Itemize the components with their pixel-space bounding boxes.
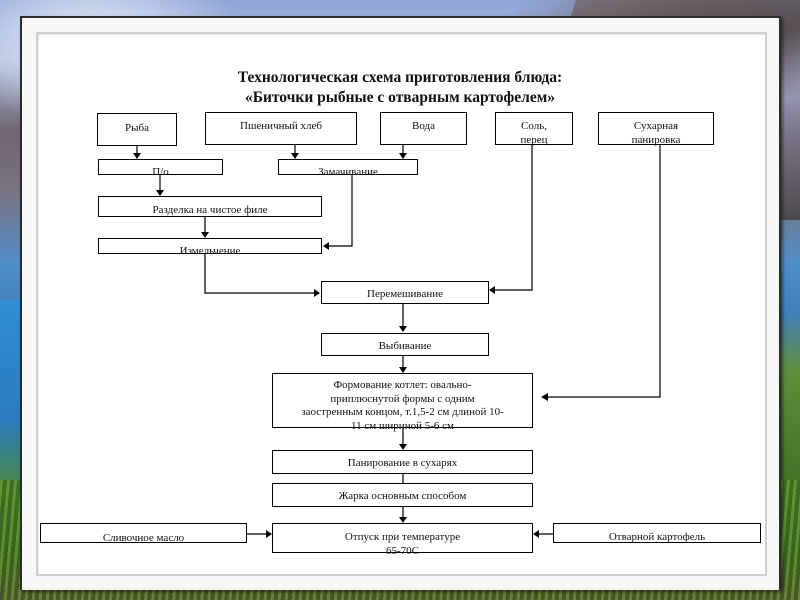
input-salt-label-2: перец <box>520 134 548 146</box>
step-po-label: П/о <box>152 166 169 178</box>
input-bread: Пшеничный хлеб <box>205 112 357 145</box>
input-breadcrumbs: Сухарная панировка <box>598 112 714 146</box>
step-serving-label-1: Отпуск при температуре <box>344 531 461 543</box>
input-salt-pepper: Соль, перец <box>495 112 573 146</box>
step-frying-label: Жарка основным способом <box>338 490 467 502</box>
step-po: П/о <box>98 159 223 178</box>
step-breading: Панирование в сухарях <box>272 450 533 474</box>
side-potato: Отварной картофель <box>553 523 761 543</box>
side-potato-label: Отварной картофель <box>608 531 706 543</box>
step-mixing: Перемешивание <box>321 281 489 304</box>
step-forming-label-2: приплюснутой формы с одним <box>330 392 475 405</box>
step-beating: Выбивание <box>321 333 489 356</box>
step-grinding-label: Измельчение <box>179 245 241 257</box>
step-filleting: Разделка на чистое филе <box>98 196 322 217</box>
step-frying: Жарка основным способом <box>272 483 533 507</box>
title-line-2: «Биточки рыбные с отварным картофелем» <box>244 89 556 106</box>
input-breadcrumbs-label-2: панировка <box>631 134 681 146</box>
slide-title: Технологическая схема приготовления блюд… <box>0 68 800 108</box>
step-serving: Отпуск при температуре 65-70С <box>272 523 533 557</box>
input-fish-label: Рыба <box>125 122 149 134</box>
step-mixing-label: Перемешивание <box>367 288 443 300</box>
input-bread-label: Пшеничный хлеб <box>240 120 322 132</box>
input-salt-label-1: Соль, <box>521 120 547 132</box>
input-fish: Рыба <box>97 113 177 146</box>
step-forming-label-1: Формование котлет: овально- <box>333 379 472 391</box>
step-grinding: Измельчение <box>98 238 322 257</box>
step-serving-label-2: 65-70С <box>386 545 419 557</box>
step-filleting-label: Разделка на чистое филе <box>152 204 268 216</box>
title-line-1: Технологическая схема приготовления блюд… <box>237 69 563 86</box>
input-breadcrumbs-label-1: Сухарная <box>633 120 679 132</box>
step-soaking-label: Замачивание <box>318 166 378 178</box>
input-water-label: Вода <box>412 120 435 132</box>
step-forming-label-4: 11 см шириной 5-6 см <box>351 419 454 432</box>
side-butter-label: Сливочное масло <box>102 532 185 544</box>
step-breading-label: Панирование в сухарях <box>347 457 458 469</box>
side-butter: Сливочное масло <box>40 523 247 544</box>
step-forming: Формование котлет: овально- приплюснутой… <box>272 373 533 432</box>
step-forming-label-3: заостренным концом, т.1,5-2 см длиной 10… <box>301 406 504 418</box>
step-soaking: Замачивание <box>278 159 418 178</box>
step-beating-label: Выбивание <box>378 340 432 352</box>
input-water: Вода <box>380 112 467 145</box>
